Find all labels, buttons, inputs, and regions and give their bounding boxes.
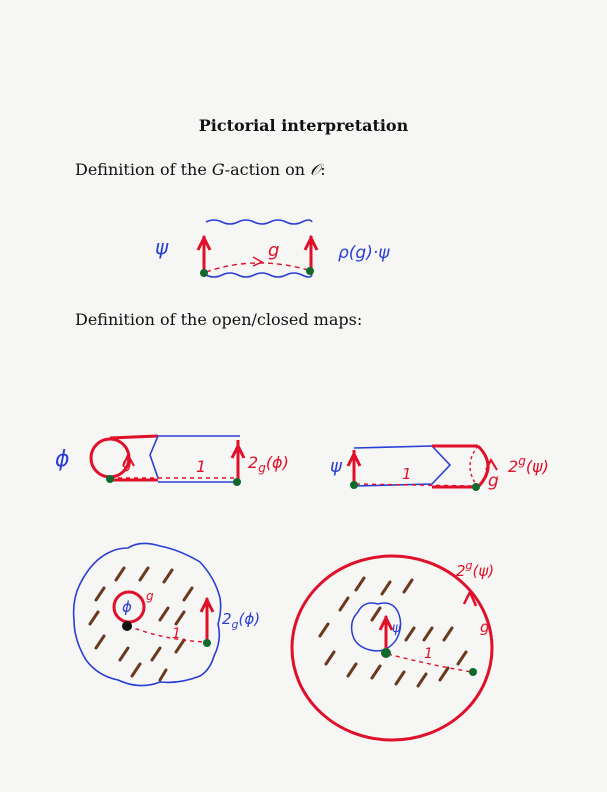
one-right-disc-label: 1	[424, 646, 433, 662]
right-cyl-left-basepoint	[350, 481, 358, 489]
g-loop-label: g	[122, 453, 132, 472]
one-label: 1	[196, 457, 206, 476]
inner-edge-arrow	[199, 596, 215, 613]
o-symbol: 𝒪	[310, 160, 321, 179]
psi-right-label: ψ	[330, 456, 343, 477]
rho-g-psi-label: ρ(g)·ψ	[338, 243, 390, 263]
punctured-disc-right-diagram: ψ 1 g 2g(ψ)	[290, 554, 494, 742]
left-arrowhead	[196, 234, 212, 251]
g-action-suffix: :	[320, 160, 326, 179]
outer-red-circle	[290, 554, 494, 742]
right-cyl-front-arc	[476, 444, 490, 489]
g-action-definition: Definition of the G-action on 𝒪:	[75, 160, 326, 180]
two-sup-g-psi-disc-label: 2g(ψ)	[456, 559, 494, 580]
left-disc-center-point	[122, 621, 132, 631]
psi-label: ψ	[155, 235, 169, 259]
phi-label: ϕ	[55, 447, 70, 472]
right-basepoint	[306, 267, 314, 275]
g-label: g	[268, 240, 279, 261]
punctured-disc-left-diagram: ϕ g 1 2g(ϕ)	[72, 542, 260, 687]
left-disc-dashed-path	[127, 625, 206, 643]
bottom-wavy-edge	[205, 272, 313, 278]
g-outer-label: g	[480, 618, 490, 636]
open-closed-maps-definition: Definition of the open/closed maps:	[75, 310, 363, 329]
g-symbol: G	[211, 160, 225, 179]
cylinder-blue-outline	[149, 435, 240, 483]
phi-inner-label: ϕ	[122, 598, 132, 616]
page-title: Pictorial interpretation	[198, 116, 409, 135]
outer-wavy-boundary	[72, 542, 222, 687]
top-wavy-edge	[205, 219, 313, 225]
left-basepoint	[200, 269, 208, 277]
right-disc-dashed-path	[387, 653, 473, 673]
g-action-diagram: ψ g ρ(g)·ψ	[155, 219, 390, 278]
two-sup-g-psi-label: 2g(ψ)	[508, 454, 549, 476]
cylinder-top-red	[109, 434, 159, 440]
one-left-disc-label: 1	[172, 626, 181, 642]
g-dashed-path	[205, 262, 309, 273]
g-inner-label: g	[146, 589, 154, 603]
right-cyl-back-arc	[469, 445, 479, 488]
right-disc-hatching	[318, 576, 468, 688]
right-disc-boundary-point	[469, 668, 477, 676]
g-right-label: g	[488, 471, 499, 491]
right-disc-center-point	[381, 648, 391, 658]
right-cyl-right-basepoint	[472, 483, 480, 491]
inner-blue-hole	[350, 602, 402, 652]
one-right-label: 1	[402, 465, 412, 483]
loop-arrow	[122, 452, 135, 467]
outer-circle-arrow	[462, 589, 478, 607]
left-disc-hatching	[88, 566, 194, 682]
left-disc-boundary-point	[203, 639, 211, 647]
inner-right-arrow	[378, 614, 394, 631]
cylinder-left-basepoint	[106, 475, 114, 483]
open-closed-cylinder-diagram: ψ g 1 2g(ψ)	[330, 444, 549, 491]
right-cyl-left-arrow	[346, 450, 362, 467]
g-path-arrow	[252, 256, 264, 267]
two-g-phi-disc-label: 2g(ϕ)	[222, 610, 260, 631]
right-cyl-arc-arrow	[485, 457, 498, 471]
cylinder-right-arrow	[230, 442, 246, 459]
g-action-middle: -action on	[224, 160, 311, 179]
two-g-phi-label: 2g(ϕ)	[248, 453, 289, 475]
cylinder-right-basepoint	[233, 478, 241, 486]
g-action-prefix: Definition of the	[75, 160, 212, 179]
closed-open-cylinder-diagram: ϕ g 1 2g(ϕ)	[55, 434, 289, 486]
psi-inner-label: ψ	[392, 621, 401, 636]
right-arrowhead	[303, 234, 319, 251]
